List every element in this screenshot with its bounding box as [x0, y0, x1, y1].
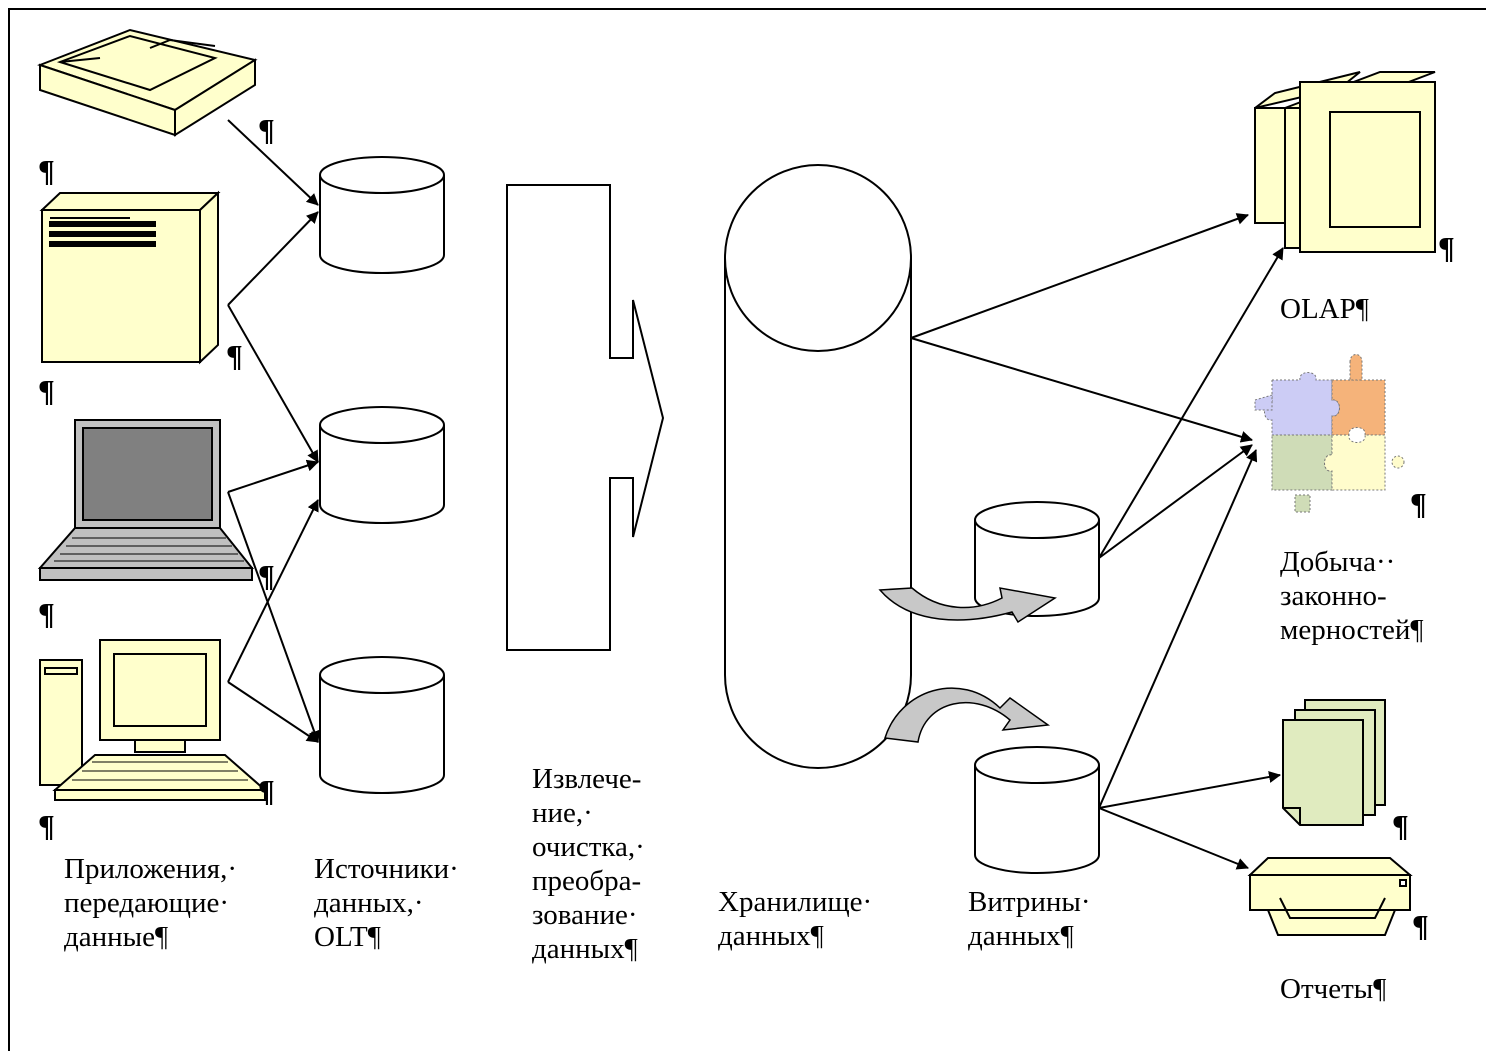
pilcrow-mark: ¶	[1410, 486, 1427, 521]
label-warehouse-line-2: данных¶	[718, 920, 824, 952]
label-mining-line-1: Добыча··	[1280, 546, 1396, 578]
label-warehouse: Хранилище· данных¶	[718, 885, 872, 953]
label-marts: Витрины· данных¶	[968, 885, 1091, 953]
frame-left-border	[8, 8, 10, 1051]
label-applications: Приложения,· передающие· данные¶	[64, 852, 237, 954]
pilcrow-mark: ¶	[1438, 230, 1455, 265]
source-cylinder-1	[319, 156, 445, 274]
source-cylinder-2	[319, 406, 445, 524]
label-applications-line-3: данные¶	[64, 921, 169, 953]
curved-arrow-2	[884, 687, 1051, 743]
pilcrow-mark: ¶	[38, 596, 55, 631]
printer-icon	[1247, 857, 1413, 936]
source-cylinder-3	[319, 656, 445, 794]
puzzle-icon	[1254, 354, 1405, 513]
label-etl-line-1: Извлече-	[532, 763, 642, 795]
label-sources: Источники· данных,· OLT¶	[314, 852, 459, 954]
label-applications-line-1: Приложения,·	[64, 853, 238, 885]
pilcrow-mark: ¶	[38, 153, 55, 188]
label-marts-line-2: данных¶	[968, 920, 1074, 952]
label-sources-line-1: Источники·	[314, 853, 459, 885]
pilcrow-mark: ¶	[258, 558, 275, 593]
pilcrow-mark: ¶	[258, 773, 275, 808]
pilcrow-mark: ¶	[1392, 808, 1409, 843]
label-etl-line-6: данных¶	[532, 933, 638, 965]
frame-top-border	[8, 8, 1486, 10]
reports-icon	[1282, 699, 1386, 826]
output-arrows	[910, 213, 1284, 870]
label-sources-line-2: данных,·	[314, 887, 424, 919]
olap-monitor-icon	[1254, 71, 1436, 253]
pilcrow-mark: ¶	[226, 338, 243, 373]
warehouse-cylinder	[724, 164, 912, 769]
scanner-icon	[37, 28, 258, 137]
curved-arrow-1	[878, 587, 1057, 624]
server-icon	[39, 190, 221, 365]
label-mining-line-2: законно-	[1280, 580, 1387, 612]
app-to-source-arrows	[227, 119, 320, 743]
label-applications-line-2: передающие·	[64, 887, 230, 919]
etl-arrow-shape	[506, 184, 665, 651]
desktop-computer-icon	[39, 639, 268, 801]
laptop-icon	[37, 419, 255, 581]
label-etl: Извлече- ние,· очистка,· преобра- зовани…	[532, 762, 645, 966]
label-warehouse-line-1: Хранилище·	[718, 886, 873, 918]
label-etl-line-5: зование·	[532, 899, 638, 931]
label-etl-line-2: ние,·	[532, 797, 593, 829]
label-olap: OLAP¶	[1280, 293, 1369, 325]
pilcrow-mark: ¶	[38, 373, 55, 408]
pilcrow-mark: ¶	[258, 112, 275, 147]
mart-cylinder-2	[974, 746, 1100, 874]
label-etl-line-3: очистка,·	[532, 831, 645, 863]
pilcrow-mark: ¶	[38, 808, 55, 843]
label-marts-line-1: Витрины·	[968, 886, 1091, 918]
pilcrow-mark: ¶	[1412, 908, 1429, 943]
label-etl-line-4: преобра-	[532, 865, 642, 897]
label-mining: Добыча·· законно- мерностей¶	[1280, 545, 1424, 647]
label-sources-line-3: OLT¶	[314, 921, 381, 953]
label-reports: Отчеты¶	[1280, 973, 1387, 1005]
label-mining-line-3: мерностей¶	[1280, 614, 1424, 646]
